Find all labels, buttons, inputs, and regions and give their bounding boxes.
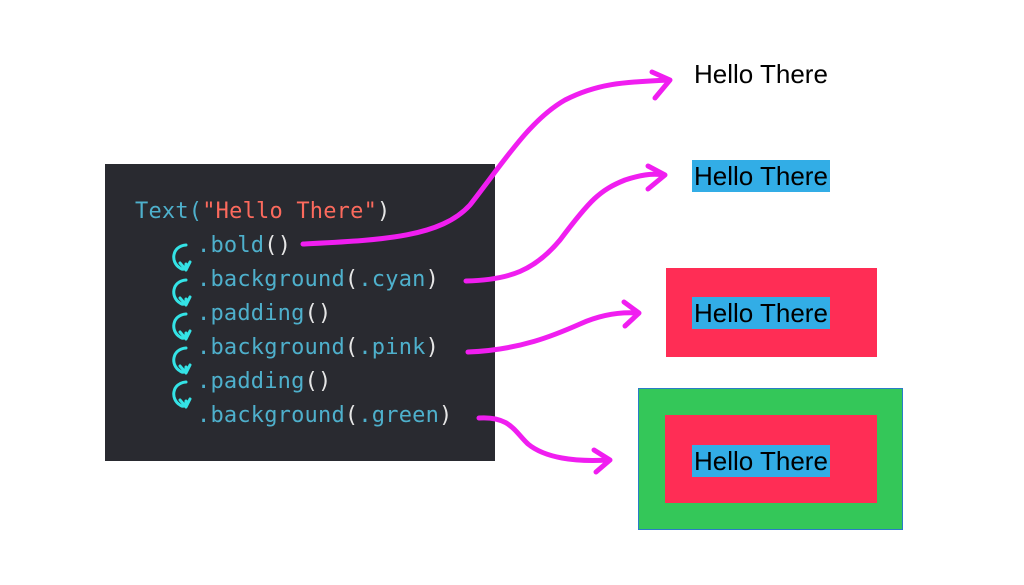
- arrow-green-to-result: [476, 415, 611, 463]
- result-cyan: Hello There: [692, 160, 830, 192]
- modifier-arg: .green: [358, 403, 440, 428]
- code-line-text: Text("Hello There"): [135, 197, 390, 227]
- arrowhead-2: [645, 163, 668, 192]
- close-paren: ): [318, 301, 332, 326]
- text-call: Text(: [135, 199, 203, 224]
- close-paren: ): [425, 335, 440, 360]
- hello-label: Hello There: [694, 59, 828, 89]
- open-paren: (: [304, 369, 319, 394]
- hello-label: Hello There: [692, 445, 830, 477]
- result-green: Hello There: [692, 445, 830, 477]
- hello-label: Hello There: [692, 160, 830, 192]
- code-line-modifier: .background(.green): [197, 401, 452, 431]
- arrowhead-3: [621, 299, 642, 329]
- string-literal: "Hello There": [202, 199, 378, 224]
- modifier-name: .background: [197, 403, 345, 428]
- close-paren: ): [377, 199, 391, 224]
- arrowhead-4: [591, 447, 613, 475]
- open-paren: (: [344, 267, 359, 292]
- code-panel: Text("Hello There") .bold() .background(…: [105, 164, 495, 461]
- open-paren: (: [264, 233, 278, 258]
- code-line-modifier: .background(.pink): [197, 333, 439, 363]
- open-paren: (: [344, 403, 359, 428]
- code-line-modifier: .padding(): [197, 367, 331, 397]
- arrowhead-1: [649, 69, 673, 101]
- code-line-modifier: .bold(): [197, 231, 291, 261]
- modifier-name: .background: [197, 267, 345, 292]
- close-paren: ): [425, 267, 440, 292]
- close-paren: ): [318, 369, 332, 394]
- modifier-name: .padding: [197, 369, 305, 394]
- hello-label: Hello There: [692, 297, 830, 329]
- modifier-name: .background: [197, 335, 345, 360]
- close-paren: ): [439, 403, 453, 428]
- open-paren: (: [344, 335, 359, 360]
- modifier-name: .padding: [197, 301, 305, 326]
- result-pink: Hello There: [692, 297, 830, 329]
- open-paren: (: [304, 301, 319, 326]
- arrow-cyan-to-result: [463, 171, 666, 284]
- modifier-arg: .cyan: [358, 267, 426, 292]
- result-bold: Hello There: [694, 58, 828, 90]
- modifier-name: .bold: [197, 233, 265, 258]
- modifier-arg: .pink: [358, 335, 426, 360]
- code-line-modifier: .padding(): [197, 299, 331, 329]
- close-paren: ): [277, 233, 292, 258]
- code-line-modifier: .background(.cyan): [197, 265, 439, 295]
